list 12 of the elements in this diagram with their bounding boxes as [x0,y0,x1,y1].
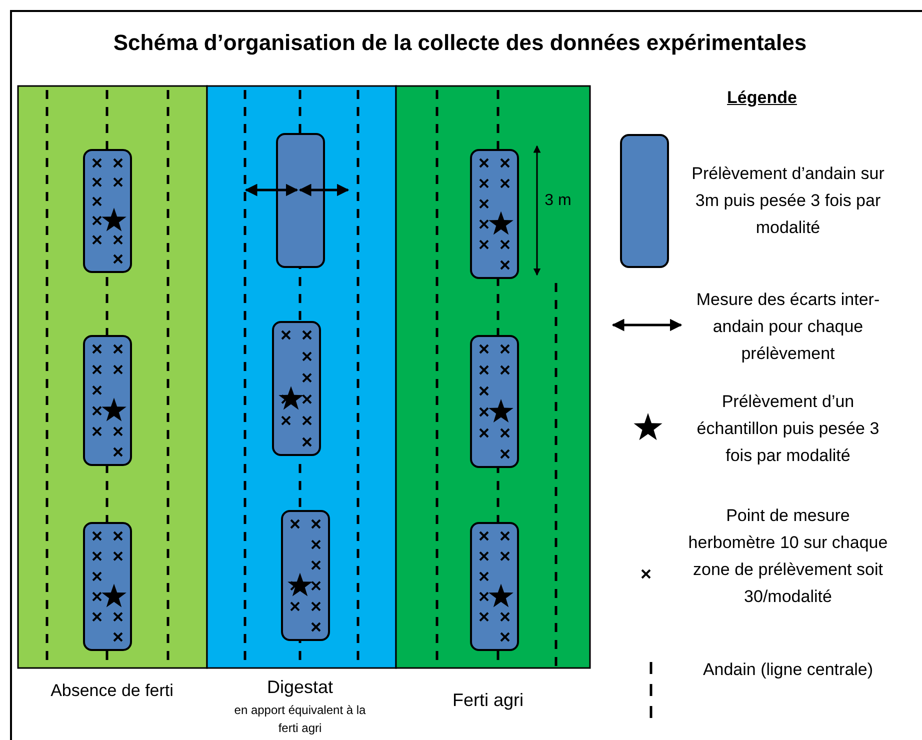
legend-heading: Légende [726,88,798,108]
legend-text: Andain (ligne centrale) [702,659,874,681]
legend-text: Mesure des écarts inter-andain pour chaque prélèvement [695,289,881,365]
treatment-label: Absence de ferti [50,681,174,701]
treatment-label: Ferti agri [451,690,524,711]
legend-text: Point de mesure herbomètre 10 sur chaque zone de prélèvement soit 30/modalité [687,505,889,608]
legend-text: Prélèvement d’andain sur 3m puis pesée 3 fois par modalité [690,163,886,239]
treatment-label: Digestat [266,677,334,698]
diagram-title: Schéma d’organisation de la collecte des données expérimentales [112,30,808,56]
treatment-note: en apport équivalent à la ferti agri [233,702,367,737]
dimension-label: 3 m [544,192,572,210]
legend-text: Prélèvement d’un échantillon puis pesée 3 fois par modalité [696,391,880,467]
